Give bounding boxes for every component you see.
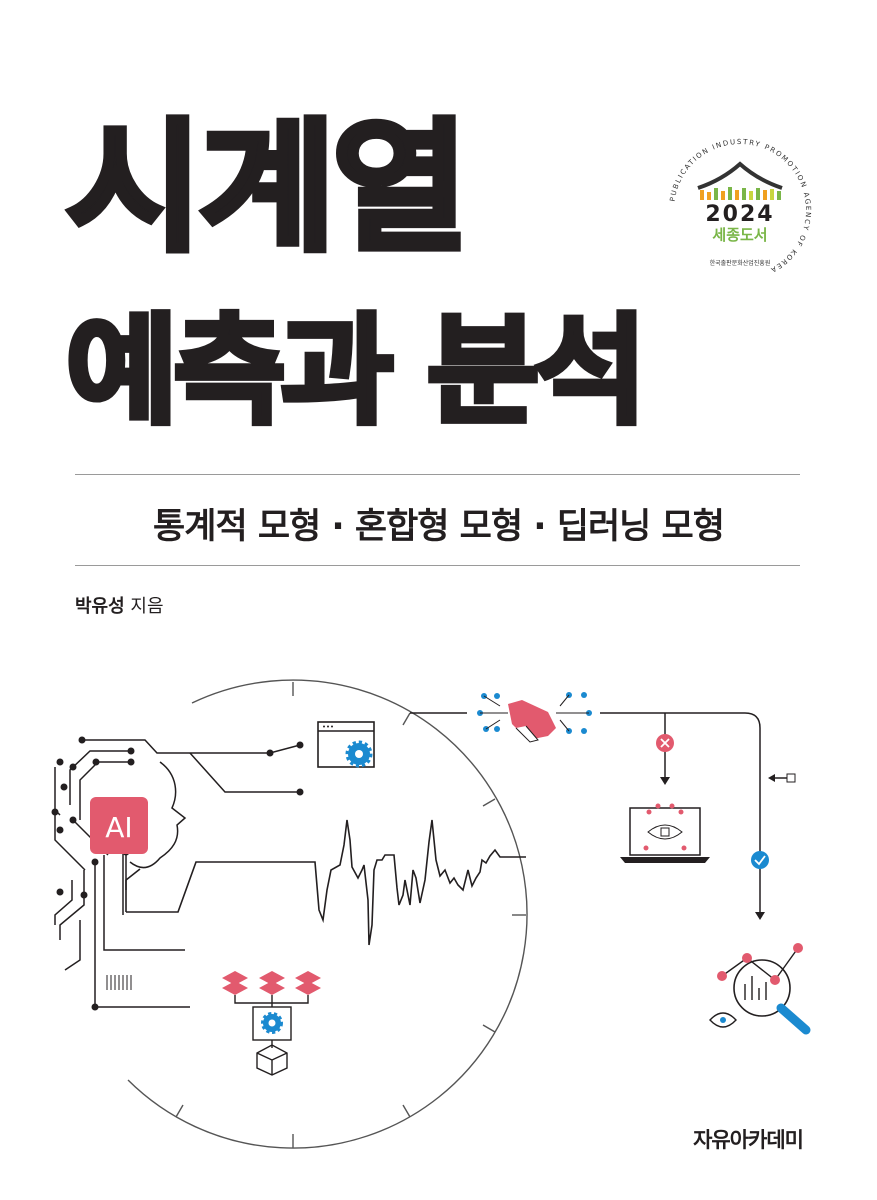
circuit-nodes <box>51 736 304 1011</box>
sejong-book-award-seal: PUBLICATION INDUSTRY PROMOTION AGENCY OF… <box>669 138 811 275</box>
subtitle: 통계적 모형 · 혼합형 모형 · 딥러닝 모형 <box>153 507 725 547</box>
analytics-magnifier-icon <box>709 943 811 1035</box>
roof-icon <box>697 161 783 190</box>
check-icon <box>751 851 769 869</box>
error-x-icon <box>656 734 674 752</box>
publisher: 자유아카데미 <box>693 1128 804 1152</box>
dial-ticks <box>175 682 526 1148</box>
author-name: 박유성 <box>75 596 125 617</box>
flow-lines <box>410 712 787 915</box>
title-line-1: 시계열 <box>63 106 472 271</box>
bars-mark <box>106 975 132 990</box>
laptop-vision-icon <box>620 803 710 863</box>
bar-pattern-icon <box>700 187 781 200</box>
circuit-lines <box>54 739 301 1008</box>
divider-top <box>75 474 800 475</box>
ai-badge: AI <box>90 797 148 854</box>
seal-ring-korean: 한국출판문화산업진흥원 <box>710 259 771 267</box>
author-suffix: 지음 <box>130 596 164 617</box>
handshake-icon <box>477 692 592 743</box>
browser-settings-icon <box>317 721 375 768</box>
seal-label: 세종도서 <box>712 226 767 244</box>
title-line-2: 예측과 분석 <box>63 302 650 440</box>
author: 박유성 지음 <box>75 592 164 618</box>
dial-circle <box>127 679 528 1149</box>
divider-bottom <box>75 565 800 566</box>
eye-icon <box>709 1012 737 1028</box>
time-series-wave <box>125 819 526 946</box>
cover-illustration: AI <box>51 679 811 1149</box>
head-silhouette-icon <box>129 761 187 869</box>
ai-badge-label: AI <box>105 811 132 844</box>
layers-chip-icon <box>222 971 321 1076</box>
connector-square <box>786 773 796 783</box>
seal-year: 2024 <box>705 202 774 227</box>
